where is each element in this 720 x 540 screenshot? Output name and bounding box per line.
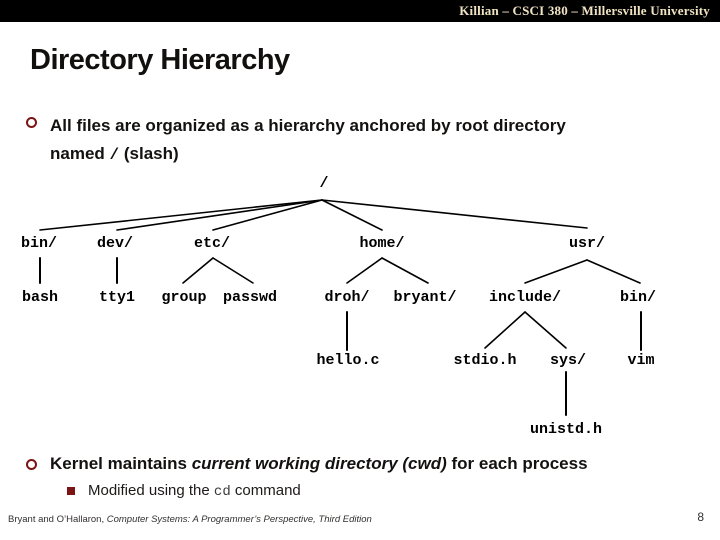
page-title: Directory Hierarchy bbox=[30, 44, 290, 76]
page-number: 8 bbox=[697, 510, 704, 524]
tree-node-home: home/ bbox=[359, 235, 405, 252]
sub-bullet-item-cd-command: Modified using the cd command bbox=[67, 482, 301, 501]
header-banner: Killian – CSCI 380 – Millersville Univer… bbox=[0, 0, 720, 22]
tree-node-root: / bbox=[319, 175, 329, 192]
tree-node-vim: vim bbox=[627, 352, 655, 369]
tree-node-group: group bbox=[161, 289, 207, 306]
tree-node-bryant: bryant/ bbox=[393, 289, 457, 306]
subbullet-post: command bbox=[230, 482, 301, 499]
cd-command-code: cd bbox=[213, 484, 231, 500]
tree-node-passwd: passwd bbox=[222, 289, 278, 306]
sub-bullet-text: Modified using the cd command bbox=[88, 482, 301, 501]
footer-book-title: Computer Systems: A Programmer’s Perspec… bbox=[106, 514, 372, 525]
bullet-text: All files are organized as a hierarchy a… bbox=[50, 112, 566, 169]
tree-node-stdio-h: stdio.h bbox=[453, 352, 517, 369]
bullet-item-files-hierarchy: All files are organized as a hierarchy a… bbox=[26, 112, 694, 169]
bullet2-post: for each process bbox=[446, 454, 588, 473]
course-banner-text: Killian – CSCI 380 – Millersville Univer… bbox=[459, 3, 710, 18]
tree-node-bin: bin/ bbox=[20, 235, 58, 252]
tree-node-sys: sys/ bbox=[549, 352, 587, 369]
tree-node-include: include/ bbox=[488, 289, 562, 306]
circle-bullet-icon bbox=[26, 117, 37, 128]
tree-node-hello-c: hello.c bbox=[316, 352, 380, 369]
footer-attribution: Bryant and O’Hallaron, Computer Systems:… bbox=[8, 514, 372, 525]
root-slash-code: / bbox=[109, 146, 120, 164]
tree-node-usr-bin: bin/ bbox=[619, 289, 657, 306]
tree-node-bash: bash bbox=[21, 289, 59, 306]
tree-node-tty1: tty1 bbox=[98, 289, 136, 306]
tree-node-unistd-h: unistd.h bbox=[529, 421, 603, 438]
tree-node-etc: etc/ bbox=[193, 235, 231, 252]
tree-node-droh: droh/ bbox=[324, 289, 370, 306]
subbullet-pre: Modified using the bbox=[88, 482, 214, 499]
bullet-text: Kernel maintains current working directo… bbox=[50, 454, 588, 474]
tree-node-dev: dev/ bbox=[96, 235, 134, 252]
bullet1-line2-pre: named bbox=[50, 144, 110, 163]
bullet2-emphasis: current working directory (cwd) bbox=[191, 454, 447, 473]
tree-node-usr: usr/ bbox=[568, 235, 606, 252]
bullet1-line1: All files are organized as a hierarchy a… bbox=[50, 116, 566, 135]
bullet1-line2-post: (slash) bbox=[119, 144, 179, 163]
square-bullet-icon bbox=[67, 487, 75, 495]
footer-authors: Bryant and O’Hallaron, bbox=[8, 514, 107, 525]
bullet2-pre: Kernel maintains bbox=[50, 454, 192, 473]
bullet-item-kernel-cwd: Kernel maintains current working directo… bbox=[26, 454, 716, 474]
circle-bullet-icon bbox=[26, 459, 37, 470]
